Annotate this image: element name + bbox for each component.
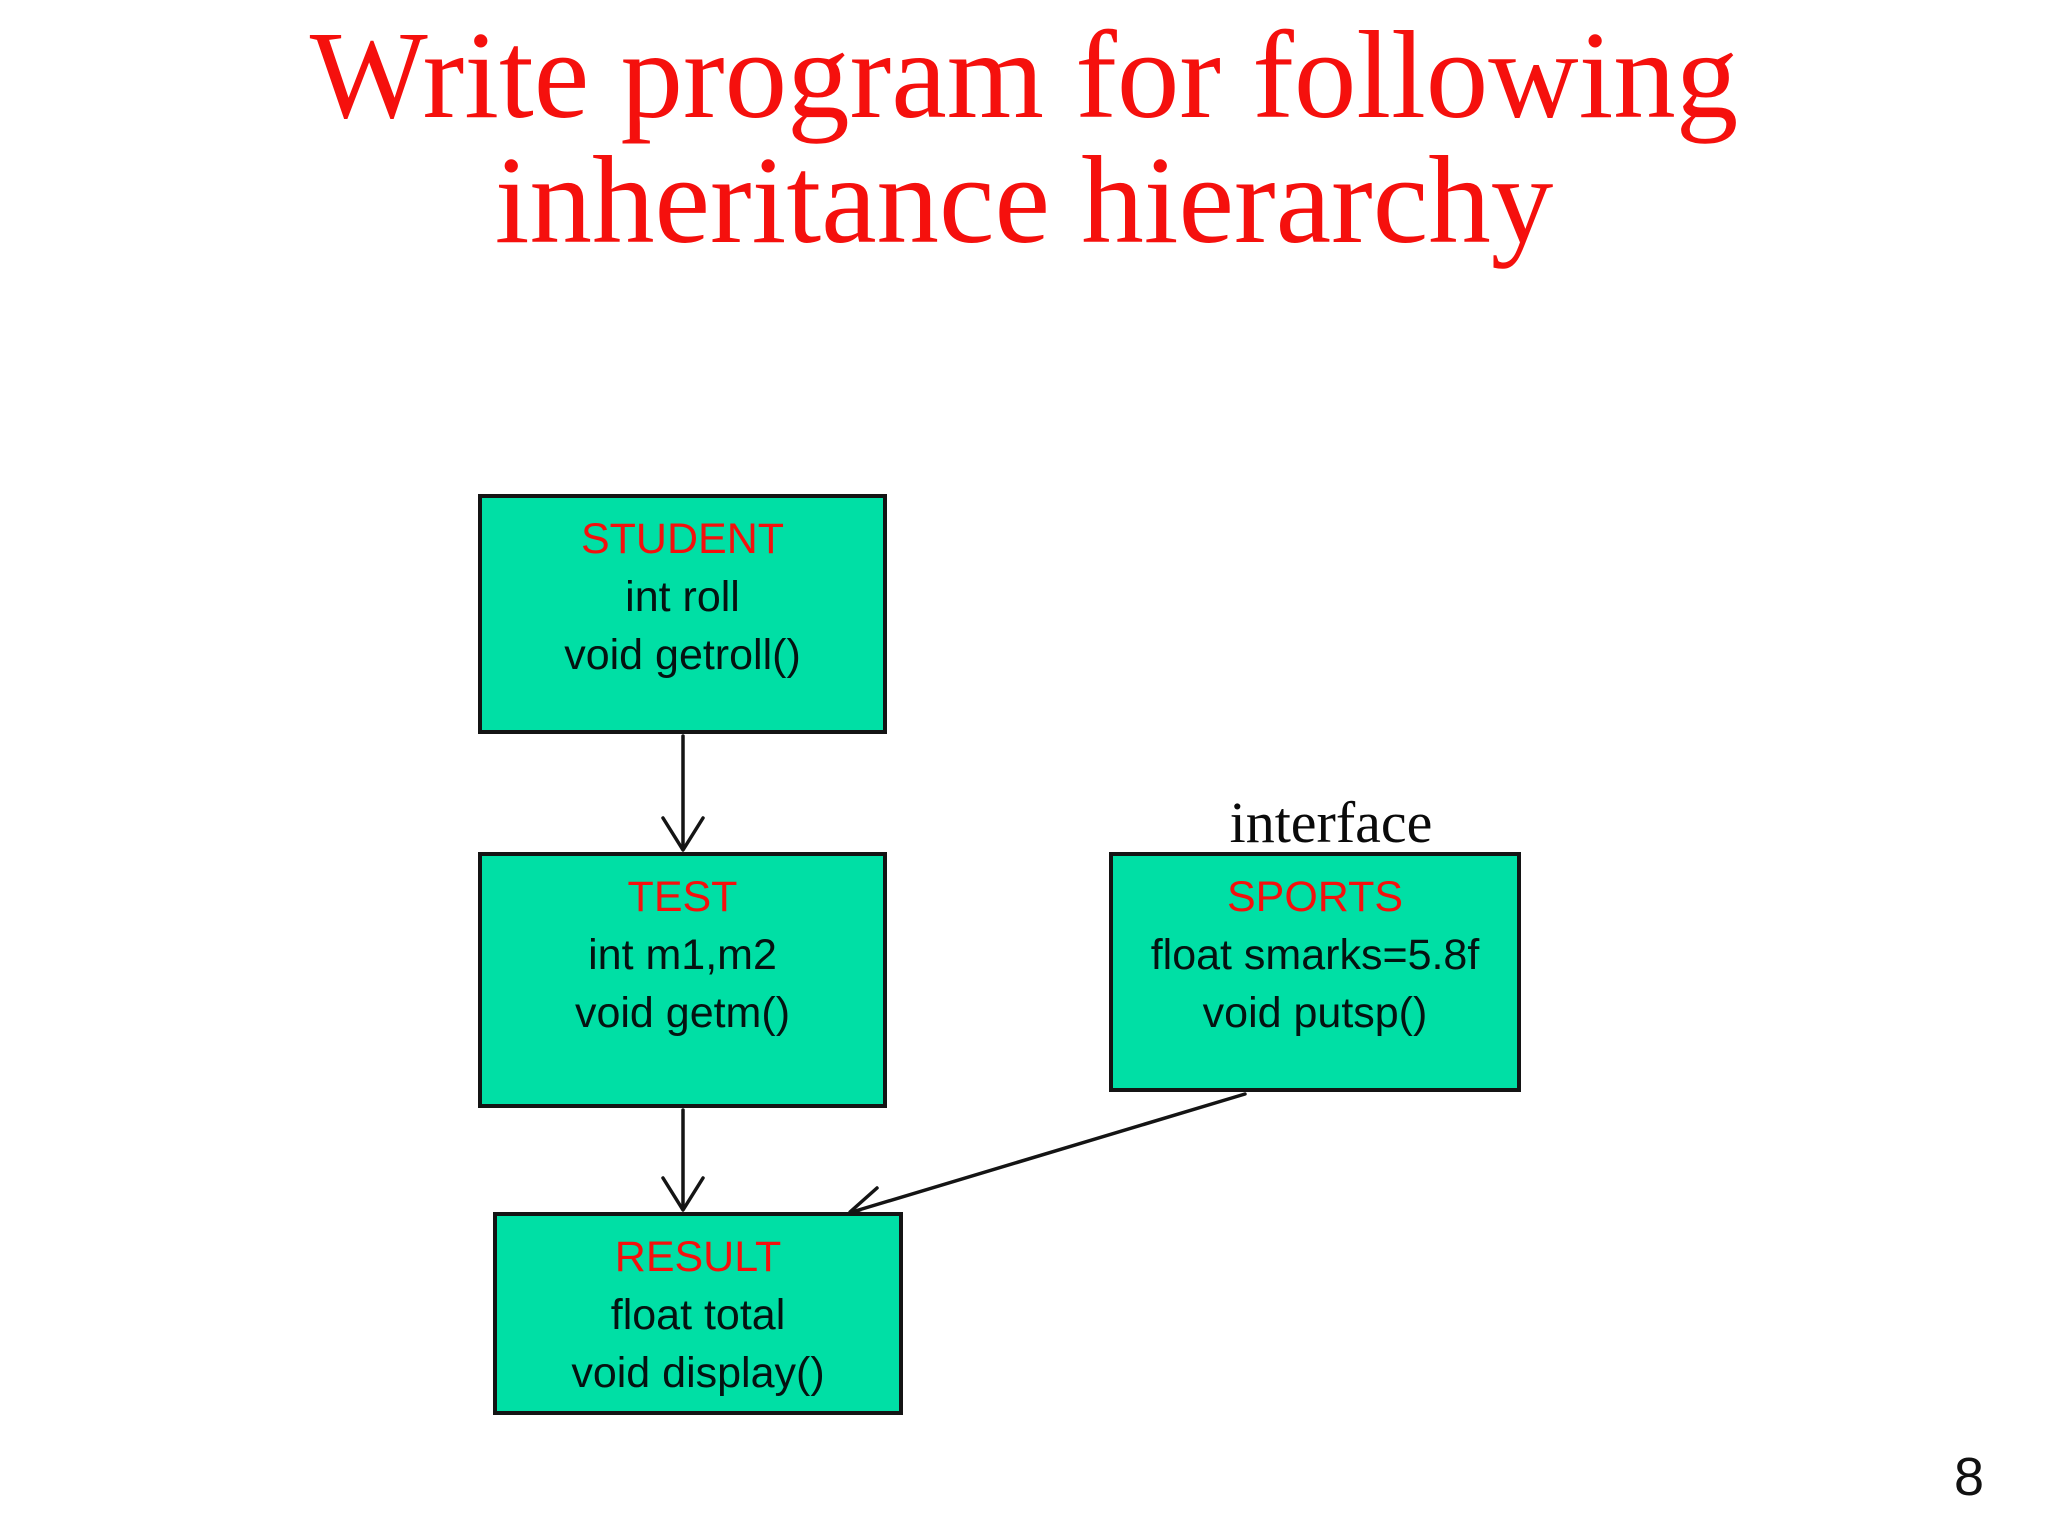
class-box-sports-field: float smarks=5.8f bbox=[1150, 931, 1480, 979]
arrow-sports-to-result-shaft bbox=[850, 1092, 1247, 1214]
class-box-result-title: RESULT bbox=[614, 1233, 782, 1281]
class-box-test-field: int m1,m2 bbox=[588, 931, 777, 979]
class-box-student-method: void getroll() bbox=[564, 631, 801, 679]
class-box-sports: SPORTS float smarks=5.8f void putsp() bbox=[1109, 852, 1521, 1092]
class-box-student-title: STUDENT bbox=[580, 515, 785, 563]
class-box-sports-title: SPORTS bbox=[1226, 873, 1404, 921]
class-box-student-field: int roll bbox=[625, 573, 740, 621]
slide-title: Write program for following inheritance … bbox=[0, 14, 2048, 264]
class-box-test-title: TEST bbox=[627, 873, 738, 921]
class-box-student: STUDENT int roll void getroll() bbox=[478, 494, 887, 734]
class-box-sports-method: void putsp() bbox=[1202, 989, 1428, 1037]
class-box-result: RESULT float total void display() bbox=[493, 1212, 903, 1415]
arrow-test-to-result-head-icon bbox=[661, 1176, 705, 1212]
arrow-student-to-test-head-icon bbox=[661, 816, 705, 852]
class-box-result-field: float total bbox=[610, 1291, 786, 1339]
interface-label: interface bbox=[1229, 790, 1433, 855]
slide-title-line1: Write program for following bbox=[309, 7, 1739, 145]
slide-title-line2: inheritance hierarchy bbox=[494, 132, 1554, 270]
class-box-test: TEST int m1,m2 void getm() bbox=[478, 852, 887, 1108]
class-box-result-method: void display() bbox=[571, 1349, 825, 1397]
page-number: 8 bbox=[1953, 1447, 1985, 1507]
class-box-test-method: void getm() bbox=[574, 989, 791, 1037]
